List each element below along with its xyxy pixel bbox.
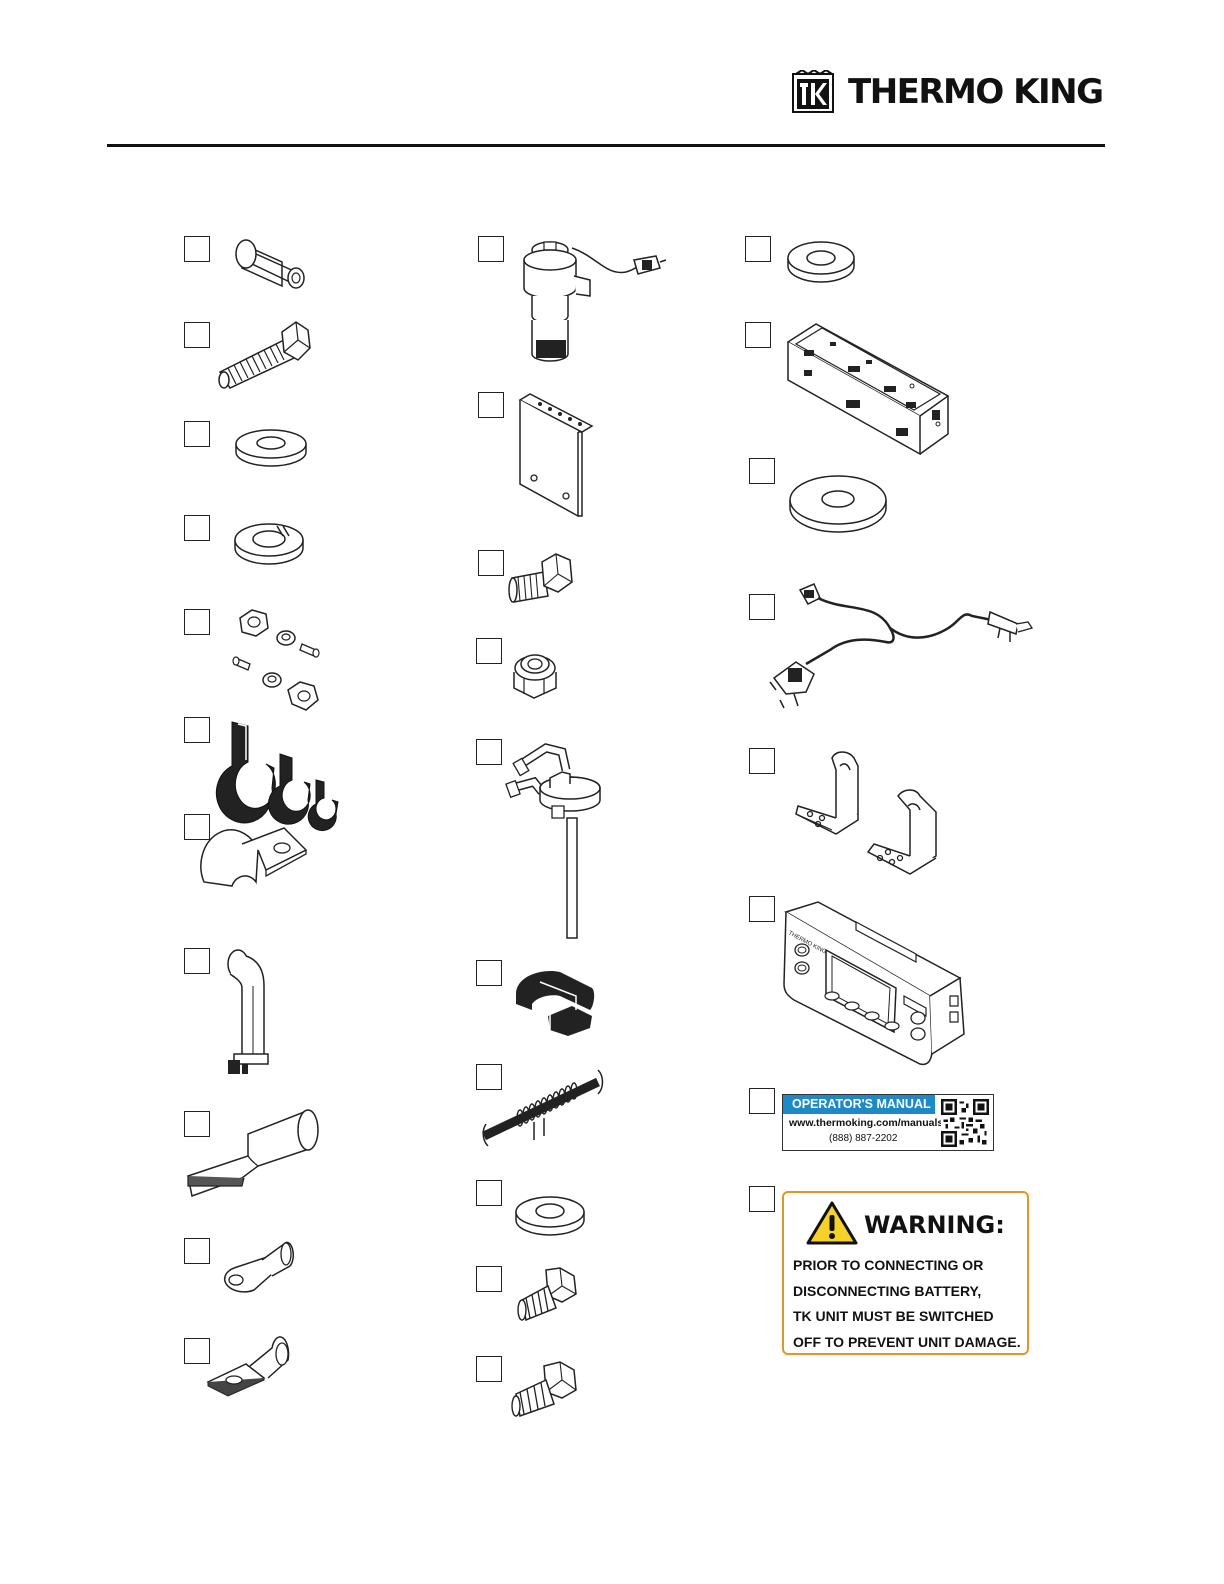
mounting-bracket-icon [516, 392, 598, 518]
operators-manual-label: OPERATOR'S MANUAL www.thermoking.com/man… [782, 1094, 994, 1151]
checkbox-flat-washer-3[interactable] [745, 236, 771, 262]
angle-brackets-icon [792, 748, 942, 876]
manual-label-url: www.thermoking.com/manuals [789, 1117, 943, 1129]
warning-line-1: PRIOR TO CONNECTING OR [793, 1257, 983, 1273]
brand-name: THERMO KING [848, 72, 1103, 112]
warning-triangle-icon [806, 1201, 858, 1245]
qr-code-icon [941, 1099, 989, 1147]
checkbox-mounting-bracket[interactable] [478, 392, 504, 418]
checkbox-flat-washer-2[interactable] [476, 1180, 502, 1206]
checkbox-spring-clip[interactable] [476, 960, 502, 986]
fender-washer-icon [788, 470, 888, 536]
short-hex-bolt-icon [508, 552, 574, 604]
pipe-clamp-icon [198, 824, 310, 896]
self-tapping-screw-icon [516, 1266, 580, 1322]
checkbox-short-hex-bolt[interactable] [478, 550, 504, 576]
checkbox-spacer-sleeve[interactable] [184, 236, 210, 262]
checkbox-fuel-pickup-tube[interactable] [476, 739, 502, 765]
checkbox-warning-label[interactable] [749, 1186, 775, 1212]
spacer-sleeve-icon [234, 234, 308, 292]
checkbox-fender-washer[interactable] [749, 458, 775, 484]
checkbox-self-tapping-screw[interactable] [476, 1266, 502, 1292]
checkbox-nylock-nut[interactable] [476, 638, 502, 664]
checkbox-self-tapping-screw-2[interactable] [476, 1356, 502, 1382]
checkbox-angle-brackets[interactable] [749, 748, 775, 774]
square-ring-terminal-icon [206, 1340, 296, 1396]
checkbox-ring-terminal[interactable] [184, 1238, 210, 1264]
warning-line-4: OFF TO PREVENT UNIT DAMAGE. [793, 1334, 1021, 1350]
thermo-king-logo: THERMO KING [792, 70, 1112, 114]
lock-washer-icon [233, 518, 305, 566]
terminal-lug-icon [186, 1104, 326, 1200]
controller-display-icon: THERMO KING [780, 900, 978, 1068]
exhaust-pipe-icon [224, 946, 272, 1078]
checkbox-fitting-set[interactable] [184, 609, 210, 635]
flat-washer-2-icon [514, 1194, 586, 1238]
header-rule [107, 144, 1105, 147]
spring-clip-icon [512, 966, 598, 1036]
checkbox-exhaust-pipe[interactable] [184, 948, 210, 974]
checkbox-controller-housing[interactable] [745, 322, 771, 348]
checkbox-lock-washer[interactable] [184, 515, 210, 541]
warning-title: WARNING: [864, 1211, 1005, 1239]
warning-line-3: TK UNIT MUST BE SWITCHED [793, 1308, 994, 1324]
wrapped-hose-icon [480, 1066, 608, 1150]
manual-label-heading: OPERATOR'S MANUAL [783, 1095, 935, 1114]
fuel-solenoid-valve-icon [516, 236, 666, 364]
rubber-clamps-icon [218, 716, 348, 820]
checkbox-controller-display[interactable] [749, 896, 775, 922]
nylock-nut-icon [510, 648, 560, 702]
tk-logo-mark-icon [792, 70, 836, 114]
manual-label-phone: (888) 887-2202 [829, 1133, 897, 1144]
checkbox-rubber-clamps[interactable] [184, 717, 210, 743]
checkbox-hex-bolt[interactable] [184, 322, 210, 348]
fuel-pickup-tube-icon [506, 742, 590, 940]
wiring-harness-icon [766, 582, 1036, 718]
checkbox-flat-washer[interactable] [184, 421, 210, 447]
checkbox-manual-label[interactable] [749, 1088, 775, 1114]
self-tapping-screw-2-icon [510, 1360, 580, 1418]
warning-line-2: DISCONNECTING BATTERY, [793, 1283, 981, 1299]
checkbox-fuel-solenoid-valve[interactable] [478, 236, 504, 262]
flat-washer-icon [234, 428, 308, 468]
ring-terminal-icon [214, 1240, 294, 1300]
warning-label: WARNING: PRIOR TO CONNECTING OR DISCONNE… [782, 1191, 1029, 1355]
flat-washer-3-icon [786, 240, 856, 284]
hex-bolt-icon [214, 318, 312, 390]
fitting-set-icon [230, 604, 324, 716]
controller-housing-icon [786, 320, 950, 458]
